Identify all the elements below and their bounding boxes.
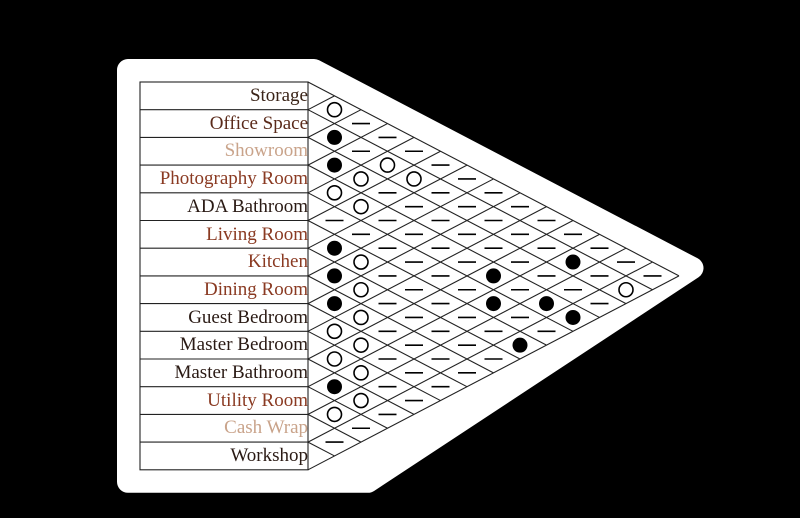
open-circle-10-12 xyxy=(353,392,369,409)
filled-dot-3-10 xyxy=(486,268,501,284)
room-label: Dining Room xyxy=(204,278,308,300)
open-circle-5-7 xyxy=(353,254,369,270)
filled-dot-3-12 xyxy=(539,296,554,312)
diagonal-line-down xyxy=(307,109,653,291)
open-circle-1-5 xyxy=(406,171,422,187)
diagonal-line-down xyxy=(307,330,441,402)
open-circle-2-4 xyxy=(353,171,369,187)
filled-dot-5-6 xyxy=(327,240,342,256)
room-label: Showroom xyxy=(224,140,308,162)
diagonal-line-up xyxy=(307,247,627,415)
diagonal-line-up xyxy=(307,233,600,388)
diagonal-line-up xyxy=(307,261,653,443)
diagonal-line-up xyxy=(307,178,494,277)
filled-dot-1-2 xyxy=(327,129,342,145)
filled-dot-7-8 xyxy=(327,296,342,312)
diagonal-line-up xyxy=(307,150,441,221)
paper-background xyxy=(117,59,704,493)
open-circle-6-8 xyxy=(353,281,369,298)
room-label: Kitchen xyxy=(247,251,308,273)
diagonal-line-up xyxy=(307,95,335,111)
grid-lines xyxy=(139,81,680,471)
room-label: Workshop xyxy=(230,445,308,467)
diagonal-line-up xyxy=(307,275,680,471)
open-circle-3-5 xyxy=(353,198,369,215)
filled-dot-10-11 xyxy=(327,379,342,395)
room-label: Cash Wrap xyxy=(224,417,308,439)
open-circle-9-11 xyxy=(353,365,369,381)
diagonal-line-down xyxy=(307,441,335,457)
diagonal-line-down xyxy=(307,275,494,374)
open-circle-8-9 xyxy=(326,323,343,340)
filled-dot-1-11 xyxy=(565,254,581,270)
room-label: Master Bathroom xyxy=(174,362,308,383)
room-label: Office Space xyxy=(209,112,308,134)
filled-dot-3-13 xyxy=(565,309,581,325)
diagonal-line-up xyxy=(307,164,468,249)
open-circle-0-1 xyxy=(326,101,343,118)
room-label: Living Room xyxy=(206,223,308,245)
open-circle-1-13 xyxy=(618,281,634,298)
filled-dot-5-13 xyxy=(512,337,528,353)
open-circle-3-4 xyxy=(326,185,343,201)
diagonal-line-up xyxy=(307,206,547,332)
diagonal-line-up xyxy=(307,123,388,166)
diagonal-line-down xyxy=(307,164,600,318)
room-label: Storage xyxy=(249,85,308,106)
open-circle-1-4 xyxy=(379,157,396,173)
room-label: ADA Bathroom xyxy=(187,195,308,217)
room-label: Master Bedroom xyxy=(179,334,308,356)
filled-dot-4-11 xyxy=(486,296,501,312)
relationship-symbols xyxy=(325,101,662,443)
open-circle-7-9 xyxy=(353,309,369,326)
room-label: Guest Bedroom xyxy=(188,306,308,328)
paper-halo xyxy=(117,59,704,493)
diagonal-line-up xyxy=(307,136,415,194)
diagonal-line-up xyxy=(307,109,362,138)
filled-dot-6-7 xyxy=(327,268,342,284)
open-circle-11-12 xyxy=(326,406,343,423)
diagonal-line-down xyxy=(307,220,547,346)
diagonal-line-up xyxy=(307,192,521,305)
filled-dot-2-3 xyxy=(327,157,342,173)
room-label: Photography Room xyxy=(159,168,308,190)
open-circle-8-10 xyxy=(353,337,369,353)
open-circle-9-10 xyxy=(326,351,343,367)
diagonal-line-down xyxy=(307,386,388,429)
diagonal-line-up xyxy=(307,220,574,360)
room-label: Utility Room xyxy=(207,389,308,411)
